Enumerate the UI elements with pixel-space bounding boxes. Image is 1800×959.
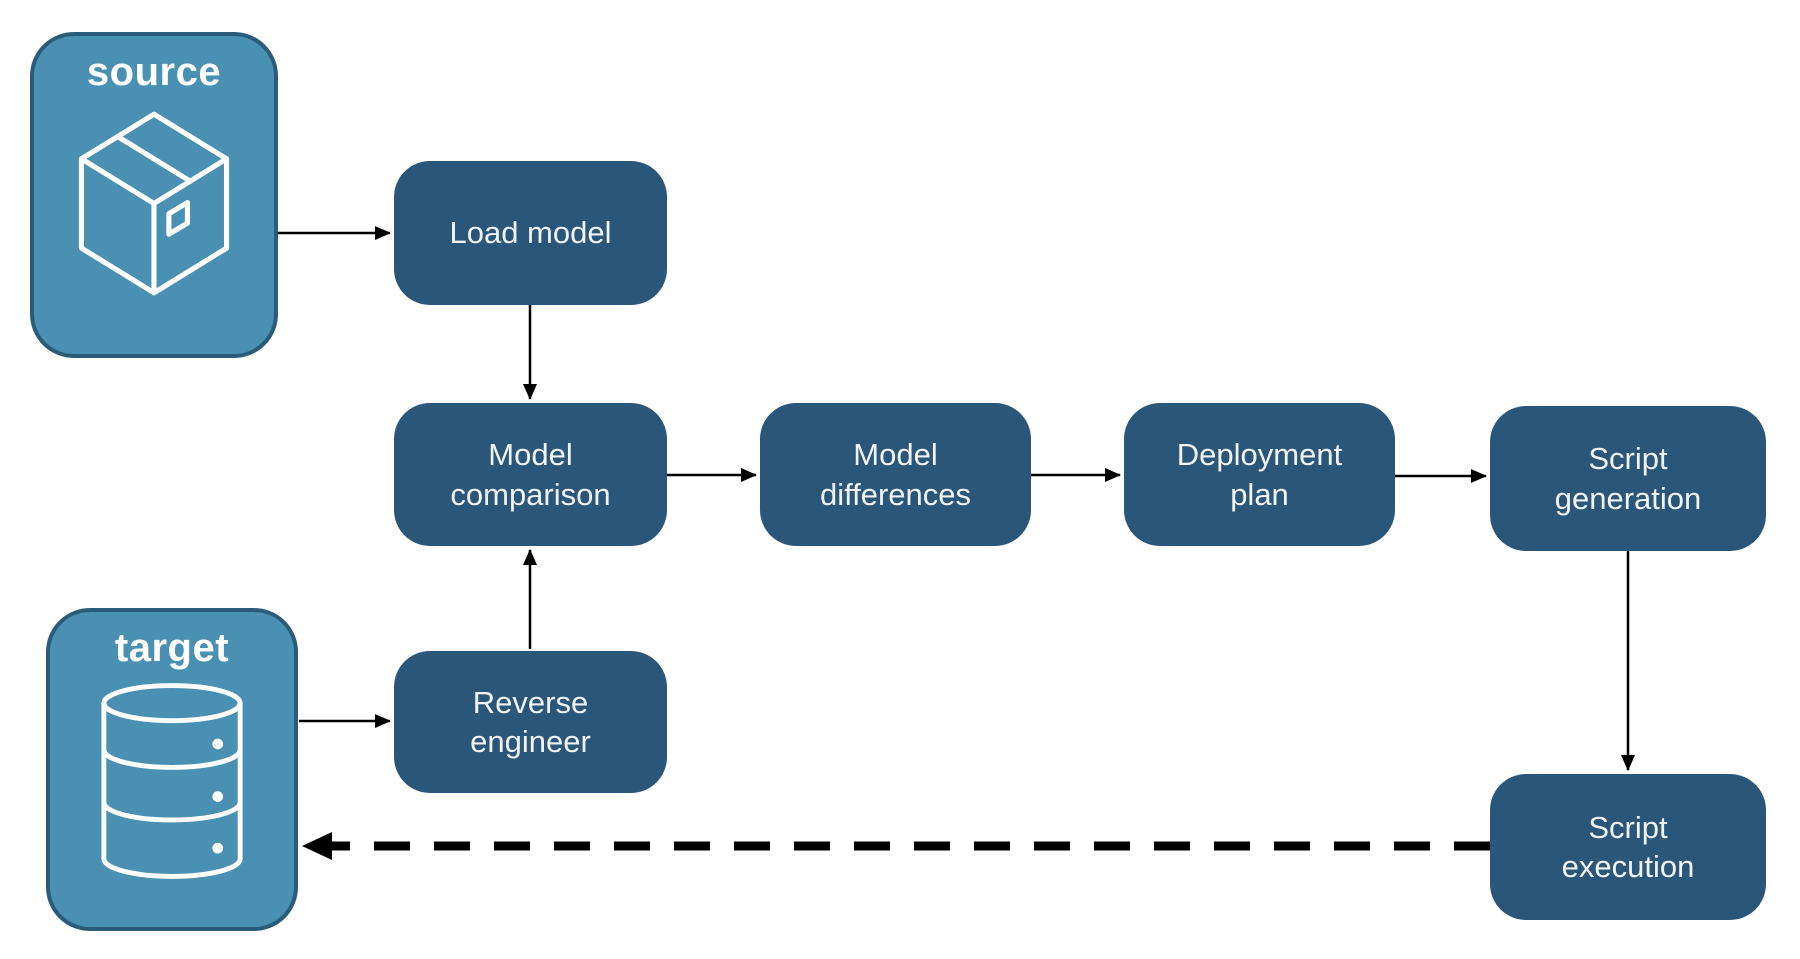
node-script-execution: Script execution	[1490, 774, 1766, 920]
model-comparison-label: Model comparison	[450, 437, 611, 512]
node-source: source	[30, 32, 278, 358]
deployment-plan-label: Deployment plan	[1176, 437, 1343, 512]
node-load-model: Load model	[394, 161, 667, 305]
node-target: target	[46, 608, 298, 931]
node-deployment-plan: Deployment plan	[1124, 403, 1395, 546]
database-icon	[101, 683, 243, 879]
node-model-comparison: Model comparison	[394, 403, 667, 546]
script-generation-label: Script generation	[1554, 441, 1702, 516]
model-differences-label: Model differences	[819, 437, 972, 512]
target-label: target	[114, 626, 230, 670]
node-script-generation: Script generation	[1490, 406, 1766, 551]
script-execution-label: Script execution	[1561, 809, 1695, 884]
node-model-differences: Model differences	[760, 403, 1031, 546]
load-model-label: Load model	[449, 215, 612, 251]
package-icon	[78, 111, 230, 296]
reverse-engineer-label: Reverse engineer	[470, 684, 591, 759]
source-label: source	[86, 50, 222, 94]
node-reverse-engineer: Reverse engineer	[394, 651, 667, 793]
